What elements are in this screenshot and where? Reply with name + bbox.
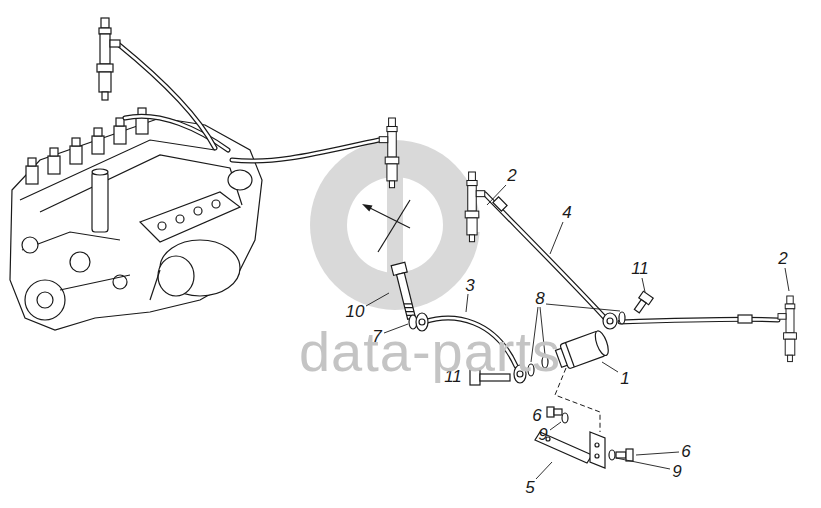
sealing-washer (619, 312, 625, 324)
drive-flange-hub (37, 292, 53, 308)
plate-hole (158, 222, 166, 230)
leader-line (602, 362, 618, 372)
bracket-flange (590, 432, 605, 468)
washer (562, 413, 568, 423)
callout-number: 5 (525, 479, 534, 496)
fuel-pipe (232, 140, 379, 161)
bolt-shaft (397, 273, 416, 320)
plate-hole (212, 200, 220, 208)
logo-hole (347, 177, 443, 273)
callout-number: 2 (778, 250, 787, 267)
bolt-head (626, 449, 633, 461)
bolt-shaft (616, 452, 626, 458)
callout-number: 6 (681, 443, 690, 460)
plate-hole (194, 207, 202, 215)
leader-line (366, 293, 389, 306)
filter-seam (565, 343, 574, 367)
arrow-head (362, 204, 373, 212)
bolt-head (547, 407, 554, 417)
callout-number: 2 (507, 167, 516, 184)
callout-number: 1 (620, 370, 629, 387)
leader-line (550, 422, 561, 430)
bolt (547, 407, 562, 417)
leader-line (616, 458, 670, 469)
pipe-nut (493, 197, 507, 211)
fuel-pipe-bore (118, 44, 215, 148)
callout-number: 10 (346, 303, 365, 320)
callout-number: 3 (465, 277, 474, 294)
fuel-pipe-bore (232, 140, 379, 161)
engine-pipes (118, 44, 379, 161)
arrow-line (368, 207, 410, 228)
banjo-hole (607, 318, 613, 324)
fuel-pipe-bore (485, 194, 605, 318)
leader-line (466, 294, 468, 312)
bolt-shaft (634, 300, 646, 313)
leader-line (636, 452, 679, 455)
leader-line (550, 222, 563, 254)
pump-boss (70, 252, 90, 272)
bracket-hole (595, 443, 599, 447)
pump-fitting (228, 170, 252, 190)
pump-filter (92, 172, 108, 232)
hollow-bolt (391, 262, 418, 320)
bolt-shaft (554, 409, 562, 415)
filter-end (593, 329, 611, 357)
right-pipes (485, 194, 778, 329)
direction-arrow (362, 200, 410, 252)
plate-hole (176, 215, 184, 223)
assembly-line (555, 368, 600, 432)
pump-boss (22, 237, 38, 253)
fuel-pipe (485, 194, 605, 318)
leader-line (536, 462, 552, 479)
washer (609, 450, 615, 460)
banjo-eye (603, 313, 617, 329)
leader-line (785, 268, 789, 291)
pump-edge-line (60, 270, 160, 300)
watermark: data-parts (299, 324, 561, 380)
fuel-filter (554, 329, 611, 371)
governor-cover (158, 256, 194, 296)
drive-flange (25, 280, 65, 320)
fuel-pipe-bore (620, 319, 778, 322)
pump-deck-line (20, 140, 215, 200)
leader-line (642, 278, 645, 292)
leader-line (487, 185, 506, 205)
fuel-pipe (620, 319, 778, 322)
callout-number: 9 (672, 463, 681, 480)
callout-number: 8 (535, 290, 544, 307)
injection-pump (10, 108, 262, 330)
callout-number: 4 (562, 204, 571, 221)
fuel-pipe (118, 44, 215, 148)
pipe-nut (738, 315, 752, 323)
callout-number: 6 (532, 407, 541, 424)
callout-number: 11 (631, 260, 649, 277)
pump-filter-cap (92, 169, 108, 175)
banjo-bolt (632, 291, 653, 314)
pump-side-plate (140, 192, 240, 242)
callout-number: 9 (538, 426, 547, 443)
bracket-hole (595, 454, 599, 458)
